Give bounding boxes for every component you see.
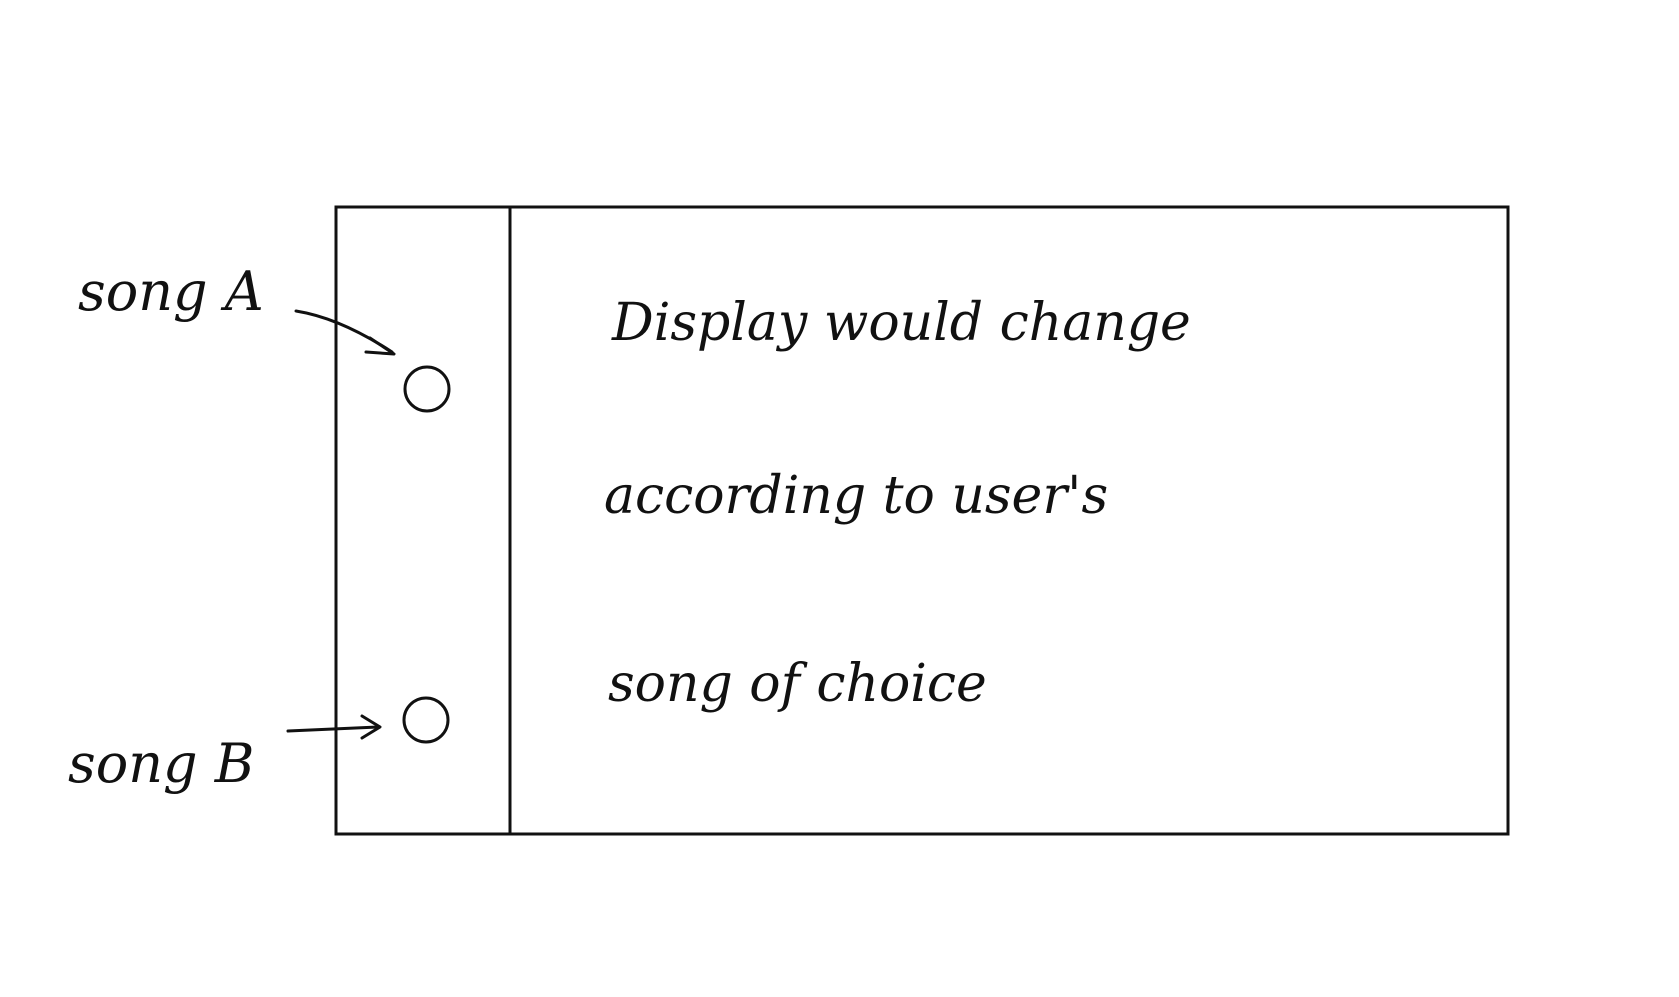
display-line-1: Display would change bbox=[611, 293, 1191, 353]
song-b-arrow bbox=[286, 725, 380, 733]
song-b-radio-button[interactable] bbox=[402, 696, 450, 744]
display-line-3: song of choice bbox=[608, 654, 987, 714]
song-a-arrowhead bbox=[364, 336, 396, 356]
display-line-2: according to user's bbox=[604, 466, 1108, 526]
song-b-arrowhead bbox=[360, 714, 382, 740]
device-frame bbox=[334, 205, 1510, 836]
song-a-radio-button[interactable] bbox=[403, 365, 451, 413]
song-a-label: song A bbox=[78, 260, 264, 323]
song-b-label: song B bbox=[68, 732, 254, 795]
song-a-arrow bbox=[294, 309, 394, 354]
